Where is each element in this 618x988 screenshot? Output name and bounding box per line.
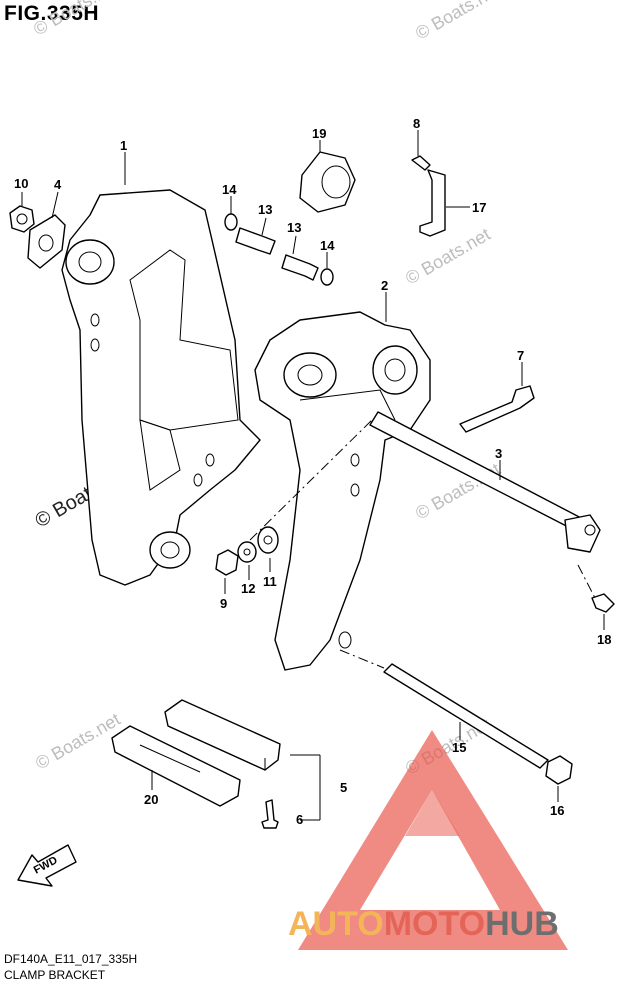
callout-13-upper: 13: [258, 202, 272, 217]
callout-4: 4: [54, 177, 62, 192]
anode-20: [111, 725, 241, 807]
callout-20: 20: [144, 792, 158, 807]
callout-14-lower: 14: [320, 238, 335, 253]
washer-12: [237, 541, 257, 580]
fwd-arrow-icon: FWD: [17, 844, 77, 887]
figure-title: FIG.335H: [4, 2, 100, 25]
callout-16: 16: [550, 803, 564, 818]
clamp-bracket-left: [61, 152, 261, 586]
anode-5: [164, 699, 321, 821]
callout-5: 5: [340, 780, 347, 795]
callout-18: 18: [597, 632, 611, 647]
callout-2: 2: [381, 278, 388, 293]
watermark-text: © Boats.net: [402, 224, 494, 288]
callout-3: 3: [495, 446, 502, 461]
bolt-6: [261, 799, 279, 829]
callout-9: 9: [220, 596, 227, 611]
callout-10: 10: [14, 176, 28, 191]
figure-caption: CLAMP BRACKET: [4, 968, 106, 982]
callout-15: 15: [452, 740, 466, 755]
logo-text-auto: AUTO: [288, 905, 384, 943]
gasket-4: [27, 191, 66, 269]
logo-text-moto: MOTO: [384, 905, 485, 943]
bolt-18: [577, 564, 615, 630]
watermark-text: © Boats.net: [32, 709, 124, 773]
callout-14-upper: 14: [222, 182, 237, 197]
callout-12: 12: [241, 581, 255, 596]
shaft-15: [339, 649, 549, 769]
callout-7: 7: [517, 348, 524, 363]
swivel-bracket-2: [254, 292, 431, 671]
washer-14-upper: [224, 196, 238, 231]
callout-11: 11: [263, 574, 277, 589]
logo-text-hub: HUB: [485, 905, 559, 943]
tilt-shaft-3: [249, 411, 601, 553]
bolt-8: [411, 130, 431, 171]
callout-19: 19: [312, 126, 326, 141]
cap-19: [299, 140, 356, 213]
clip-17: [419, 169, 470, 237]
washer-11: [257, 526, 279, 572]
callout-13-lower: 13: [287, 220, 301, 235]
nut-16: [545, 755, 573, 802]
bolt-13-upper: [235, 217, 276, 255]
model-code: DF140A_E11_017_335H: [4, 952, 138, 966]
callout-1: 1: [120, 138, 127, 153]
nut-9: [215, 549, 239, 594]
bolt-13-lower: [281, 235, 319, 281]
watermark-text: © Boats.net: [412, 0, 504, 43]
callout-6: 6: [296, 812, 303, 827]
svg-text:AUTOMOTOHUB: AUTOMOTOHUB: [288, 905, 559, 943]
callout-17: 17: [472, 200, 486, 215]
nut-10: [9, 192, 35, 233]
automotohub-logo: AUTOMOTOHUB: [288, 730, 568, 950]
callout-labels: 1 2 3 4 5 6 7 8 9 10 11 12 13 13 14 14 1…: [14, 116, 611, 827]
washer-14-lower: [320, 252, 334, 286]
callout-8: 8: [413, 116, 420, 131]
watermark-text: © Boats.net: [30, 0, 122, 39]
bolt-7: [459, 362, 535, 433]
